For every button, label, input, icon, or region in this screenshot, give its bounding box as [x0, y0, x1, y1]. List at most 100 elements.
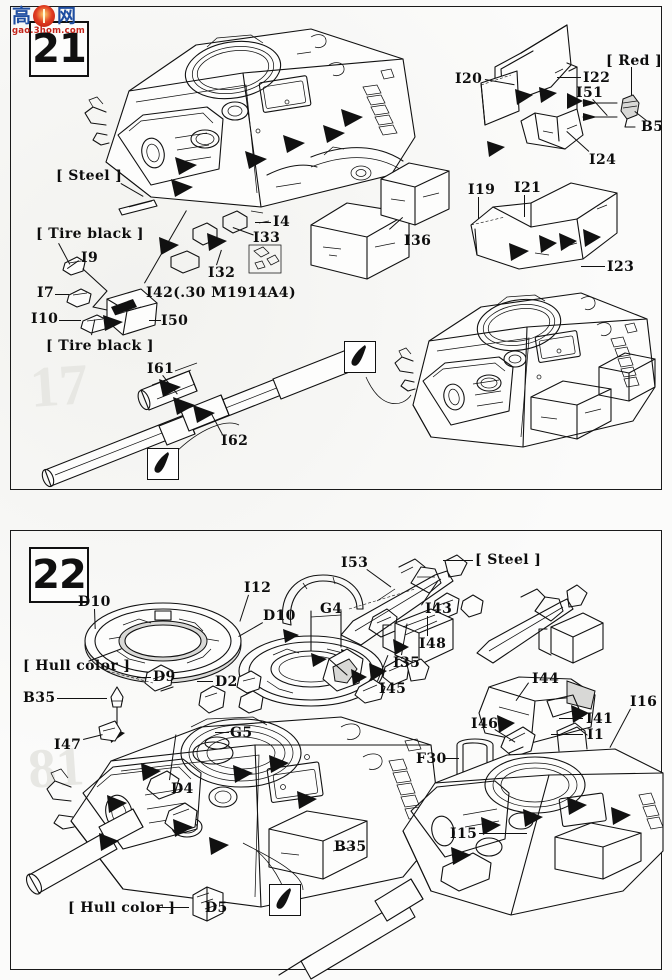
label-i19: I19 [468, 182, 496, 198]
leader-i47 [83, 734, 103, 741]
glue-drop-icon-box [344, 341, 376, 373]
leader-i23 [581, 266, 605, 268]
leader-i53 [366, 569, 392, 588]
label-i43: I43 [425, 601, 453, 617]
leader-i24 [566, 131, 590, 153]
label-i62: I62 [221, 433, 249, 449]
turret-crown-group [478, 676, 596, 752]
leader-i4 [255, 222, 271, 224]
panel-21-artwork [41, 24, 656, 488]
label-i22: I22 [583, 70, 611, 86]
label-i51: I51 [576, 85, 604, 101]
glue-drop-icon [276, 888, 291, 909]
leader-i50 [149, 320, 161, 322]
leader-i21 [523, 195, 525, 217]
step-panel-22: 22 [10, 530, 664, 980]
label-i12: I12 [244, 580, 272, 596]
step-panel-21: 21 [10, 6, 664, 490]
label-i20: I20 [455, 71, 483, 87]
turret-hull-main-22 [25, 716, 442, 922]
leader-i36 [389, 216, 404, 230]
label-i33: I33 [253, 230, 281, 246]
leader-b35-lower [242, 842, 304, 891]
leader-i22 [557, 77, 581, 79]
label-d10-left: D10 [78, 594, 111, 610]
label-i41: I41 [586, 711, 614, 727]
leader-i42 [144, 210, 188, 284]
label-b5: B5 [641, 119, 664, 135]
label-d9: D9 [153, 669, 176, 685]
label-i21: I21 [514, 180, 542, 196]
leader-red [630, 67, 632, 95]
leader-f30 [445, 758, 459, 760]
bracket-i46 [500, 726, 536, 758]
label-i53: I53 [341, 555, 369, 571]
leader-g5 [215, 732, 229, 734]
glue-drop-icon [351, 345, 366, 366]
glue-leader-path [365, 376, 412, 404]
label-d5: D5 [205, 900, 228, 916]
leader-i20 [484, 79, 515, 86]
label-tire-black-1: [ Tire black ] [36, 226, 144, 242]
label-f30: F30 [416, 751, 447, 767]
step-number-box-21: 21 [29, 21, 89, 77]
leader-i44 [515, 682, 529, 702]
leader-d9 [137, 677, 151, 679]
leader-steel [120, 183, 144, 198]
leader-i7 [55, 294, 69, 296]
label-i1: I1 [587, 727, 605, 743]
leader-i46 [494, 729, 516, 743]
label-d2: D2 [215, 674, 238, 690]
step-number-box-22: 22 [29, 547, 89, 603]
label-i36: I36 [404, 233, 432, 249]
label-i44: I44 [532, 671, 560, 687]
label-i61: I61 [147, 361, 175, 377]
leader-i15 [479, 833, 527, 835]
label-i23: I23 [607, 259, 635, 275]
leader-hull-color-2 [157, 907, 189, 909]
label-g4: G4 [320, 601, 343, 617]
mg-assembly-secondary [476, 584, 604, 664]
label-i35: I35 [393, 655, 421, 671]
label-i47: I47 [54, 737, 82, 753]
leader-i19 [477, 197, 479, 219]
leader-d2 [197, 681, 213, 683]
leader-i10 [59, 320, 81, 322]
label-d10-right: D10 [263, 608, 296, 624]
leader-i61 [161, 375, 178, 395]
step-number-21: 21 [32, 26, 87, 72]
label-i15: I15 [450, 826, 478, 842]
leader-i48 [427, 616, 429, 636]
leader-d10-left [93, 609, 96, 630]
leader-i41 [559, 718, 583, 720]
label-i9: I9 [81, 250, 99, 266]
tank-hull-secondary [394, 292, 656, 448]
leader-i35 [401, 623, 408, 656]
leader-i33 [232, 227, 254, 236]
label-i16: I16 [630, 694, 658, 710]
label-i32: I32 [208, 265, 236, 281]
label-i10: I10 [31, 311, 59, 327]
label-b35-upper: B35 [23, 690, 56, 706]
leader-i45 [377, 655, 389, 682]
label-i45: I45 [379, 681, 407, 697]
tank-hull-main [84, 28, 416, 208]
label-steel: [ Steel ] [56, 168, 123, 184]
glue-drop-icon-box [147, 448, 179, 480]
steel-rod-part [118, 199, 158, 216]
label-i7: I7 [37, 285, 55, 301]
label-i42: I42(.30 M1914A4) [146, 285, 296, 301]
glue-drop-icon-box [269, 884, 301, 916]
label-hull-color-2: [ Hull color ] [68, 900, 176, 916]
leader-i1 [551, 734, 583, 736]
gun-barrel-assembly [41, 348, 360, 488]
leader-i51 [592, 99, 608, 117]
turret-hull-secondary-22 [278, 748, 664, 980]
label-g5: G5 [230, 725, 253, 741]
leader-b35-upper [57, 698, 107, 700]
glue-drop-icon [154, 452, 169, 473]
leader-i32 [216, 249, 223, 266]
label-i46: I46 [471, 716, 499, 732]
label-i24: I24 [589, 152, 617, 168]
